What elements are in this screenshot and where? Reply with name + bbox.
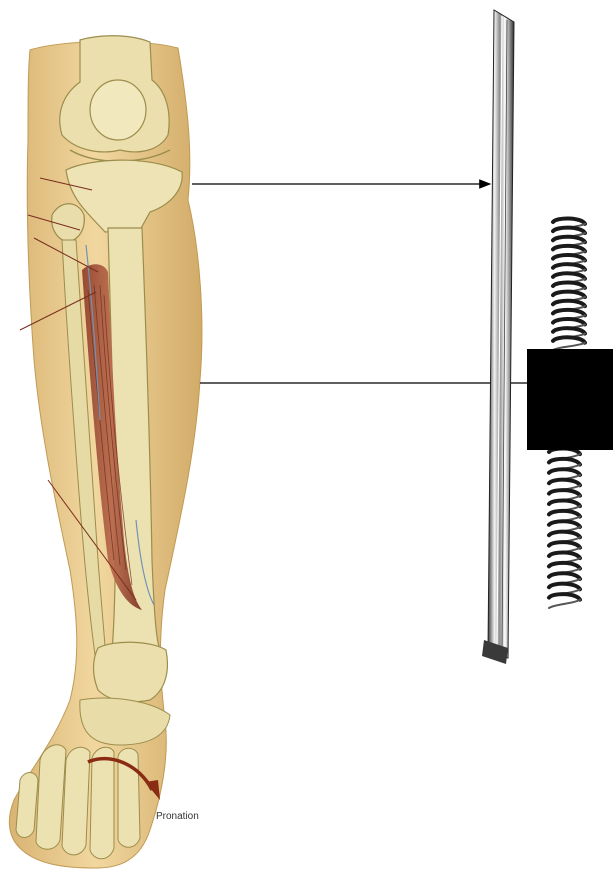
mass-block [527, 349, 613, 450]
patella-bone [90, 80, 146, 140]
pronation-label: Pronation [156, 811, 199, 822]
spring-bottom [549, 448, 580, 608]
ankle-bones [94, 642, 168, 702]
leg-illustration [9, 36, 202, 868]
rigid-rod [482, 10, 514, 664]
spring-top [553, 218, 585, 350]
